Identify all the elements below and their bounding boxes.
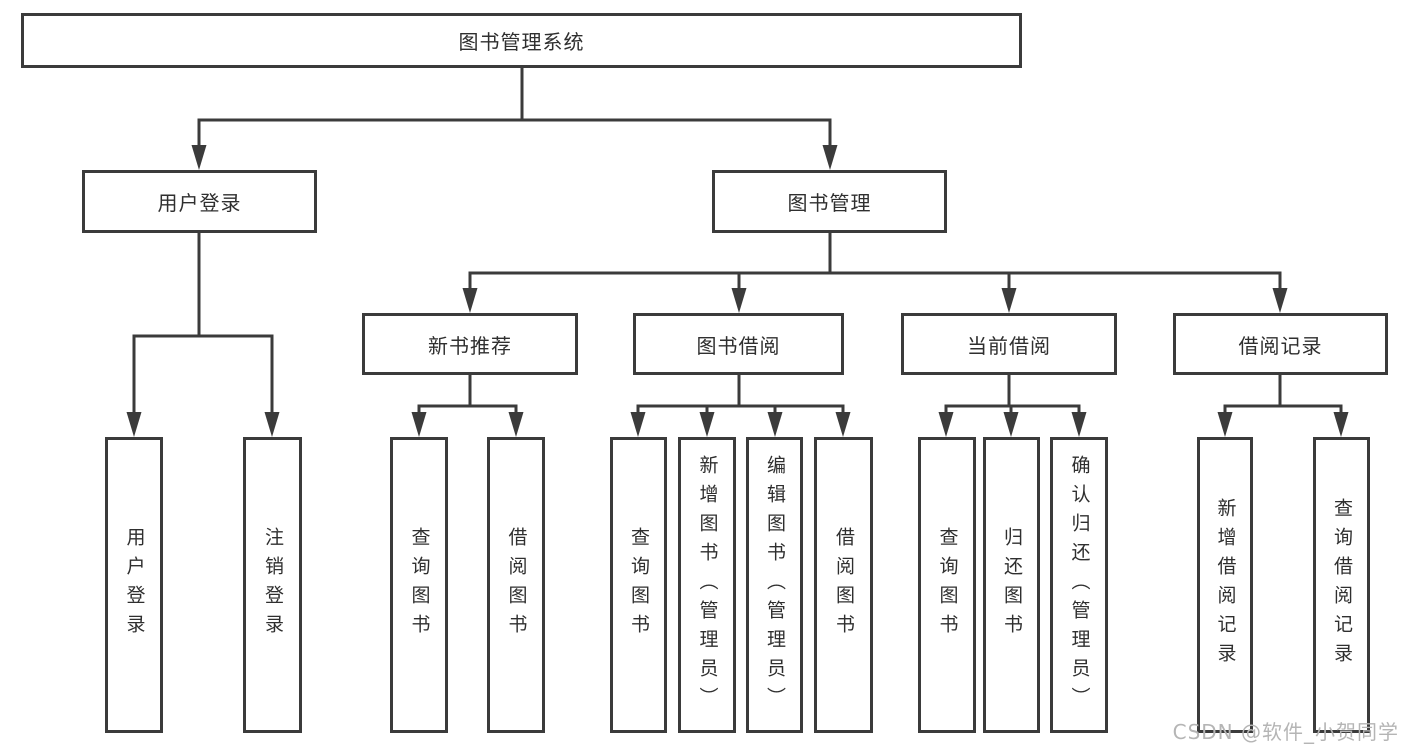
arrowhead bbox=[1217, 412, 1233, 437]
arrowhead bbox=[938, 412, 954, 437]
node-current-borrowing: 当前借阅 bbox=[901, 313, 1117, 375]
leaf-logout-login: 注销登录 bbox=[243, 437, 302, 733]
node-library-management-system: 图书管理系统 bbox=[21, 13, 1022, 68]
node-label: 新增借阅记录 bbox=[1214, 498, 1237, 672]
node-label: 借阅图书 bbox=[833, 527, 855, 643]
node-book-management: 图书管理 bbox=[712, 170, 947, 233]
leaf-borrow-books: 借阅图书 bbox=[814, 437, 873, 733]
leaf-query-books: 查询图书 bbox=[918, 437, 976, 733]
connector-root bbox=[197, 68, 832, 150]
arrowhead bbox=[835, 412, 851, 437]
leaf-add-borrow-record: 新增借阅记录 bbox=[1197, 437, 1253, 733]
node-label: 注销登录 bbox=[262, 527, 284, 643]
leaf-confirm-return-admin: 确认归还（管理员） bbox=[1050, 437, 1108, 733]
node-label: 新增图书（管理员） bbox=[696, 454, 719, 716]
node-label: 新书推荐 bbox=[428, 333, 512, 358]
node-label: 用户登录 bbox=[123, 527, 146, 643]
node-label: 借阅记录 bbox=[1238, 333, 1323, 358]
node-label: 归还图书 bbox=[1001, 527, 1023, 643]
arrowhead bbox=[126, 412, 142, 437]
node-label: 图书借阅 bbox=[696, 333, 781, 358]
connector-current-borrow bbox=[944, 375, 1081, 417]
node-user-login: 用户登录 bbox=[82, 170, 317, 233]
leaf-add-books-admin: 新增图书（管理员） bbox=[678, 437, 736, 733]
arrowhead bbox=[191, 145, 207, 170]
arrowhead bbox=[699, 412, 715, 437]
node-label: 用户登录 bbox=[157, 191, 242, 215]
csdn-watermark: CSDN @软件_小贺同学 bbox=[1172, 720, 1399, 744]
arrowhead bbox=[264, 412, 280, 437]
leaf-user-login: 用户登录 bbox=[105, 437, 163, 733]
node-borrowing-records: 借阅记录 bbox=[1173, 313, 1388, 375]
leaf-borrow-books: 借阅图书 bbox=[487, 437, 545, 733]
node-label: 查询借阅记录 bbox=[1331, 498, 1353, 672]
node-label: 借阅图书 bbox=[505, 527, 528, 643]
node-label: 图书管理系统 bbox=[458, 30, 585, 54]
node-label: 图书管理 bbox=[787, 191, 872, 215]
arrowhead bbox=[462, 288, 478, 313]
arrowhead bbox=[767, 412, 783, 437]
arrowhead bbox=[630, 412, 646, 437]
arrowhead bbox=[411, 412, 427, 437]
node-label: 查询图书 bbox=[408, 527, 431, 643]
node-book-borrowing: 图书借阅 bbox=[633, 313, 844, 375]
connector-user-login bbox=[132, 233, 274, 417]
arrowhead bbox=[731, 288, 747, 313]
node-label: 确认归还（管理员） bbox=[1068, 454, 1091, 716]
arrowhead bbox=[508, 412, 524, 437]
node-label: 查询图书 bbox=[628, 527, 650, 643]
connector-borrow-record bbox=[1223, 375, 1343, 417]
node-label: 编辑图书（管理员） bbox=[764, 454, 786, 716]
connector-new-book-rec bbox=[417, 375, 518, 417]
arrowhead bbox=[822, 145, 838, 170]
arrowhead bbox=[1071, 412, 1087, 437]
arrowhead bbox=[1003, 412, 1019, 437]
arrowhead bbox=[1272, 288, 1288, 313]
leaf-edit-books-admin: 编辑图书（管理员） bbox=[746, 437, 803, 733]
leaf-query-books: 查询图书 bbox=[610, 437, 667, 733]
leaf-query-books: 查询图书 bbox=[390, 437, 448, 733]
leaf-return-books: 归还图书 bbox=[983, 437, 1040, 733]
connector-book-mgmt bbox=[468, 233, 1282, 293]
arrowhead bbox=[1001, 288, 1017, 313]
node-label: 当前借阅 bbox=[967, 333, 1051, 358]
leaf-query-borrow-record: 查询借阅记录 bbox=[1313, 437, 1370, 733]
arrowhead bbox=[1333, 412, 1349, 437]
node-new-book-recommendation: 新书推荐 bbox=[362, 313, 578, 375]
node-label: 查询图书 bbox=[936, 527, 959, 643]
connector-book-borrow bbox=[636, 375, 845, 417]
